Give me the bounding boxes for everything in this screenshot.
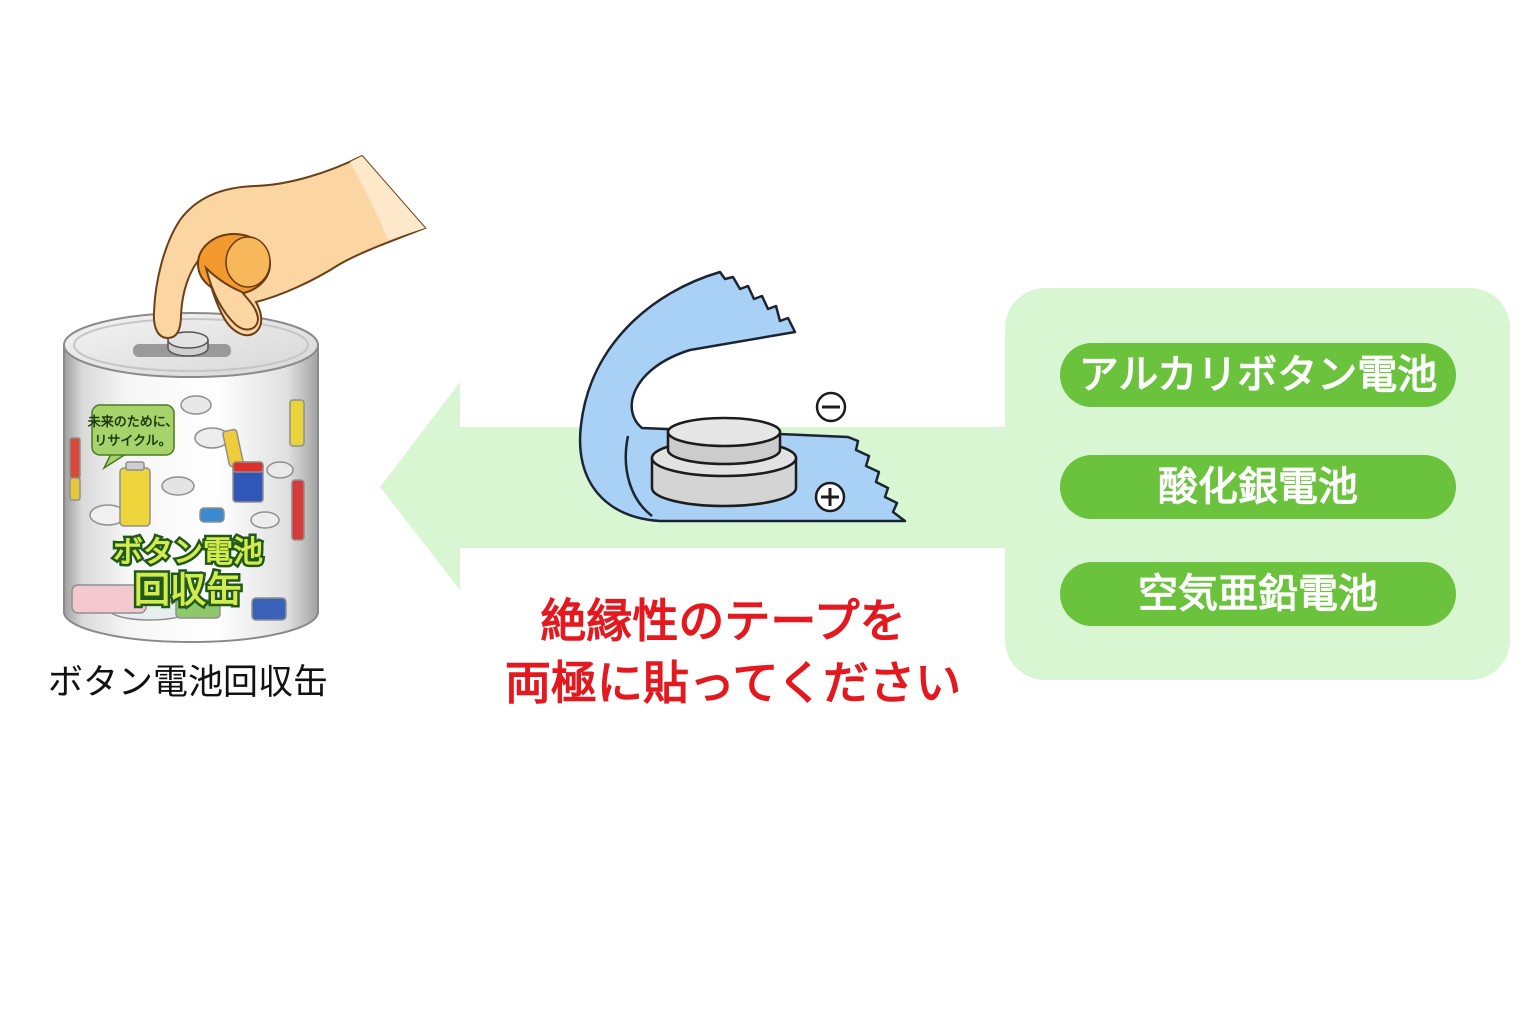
button-battery-icon: [650, 416, 798, 508]
orange-battery-icon: [197, 233, 271, 295]
recycling-can-icon: 未来のために、 リサイクル。 ボタン電池 回収缶: [63, 312, 319, 643]
can-slogan-line1: 未来のために、: [87, 414, 179, 430]
instruction-line2: 両極に貼ってください: [504, 656, 962, 710]
plus-terminal-icon: [814, 481, 846, 513]
can-label-line1: ボタン電池: [113, 535, 263, 570]
instruction-line1: 絶縁性のテープを: [540, 594, 906, 648]
slogan-bubble: 未来のために、 リサイクル。: [87, 404, 179, 471]
battery-type-silver-oxide: 酸化銀電池: [1060, 455, 1456, 519]
hand-icon: [152, 154, 427, 340]
minus-terminal-icon: [815, 391, 847, 423]
can-slogan-line2: リサイクル。: [94, 434, 171, 449]
battery-type-zinc-air: 空気亜鉛電池: [1060, 562, 1456, 626]
battery-type-alkaline: アルカリボタン電池: [1060, 343, 1456, 407]
can-label-decoration: [69, 395, 305, 621]
can-label-line2: 回収缶: [134, 570, 242, 611]
button-battery-icon: [167, 331, 209, 357]
can-caption: ボタン電池回収缶: [48, 663, 329, 703]
